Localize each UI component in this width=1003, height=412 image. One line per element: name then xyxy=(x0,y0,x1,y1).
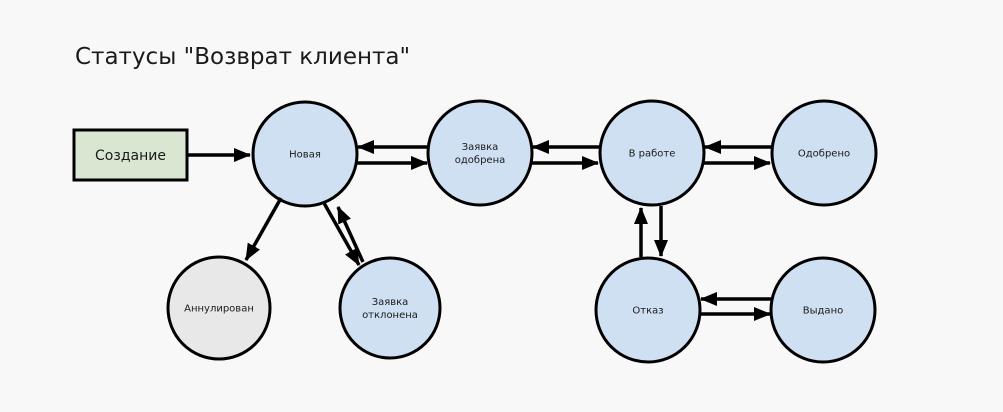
node-shape-annulirovan xyxy=(166,255,272,361)
node-shape-otkaz xyxy=(594,256,702,364)
edge-zayavka-otklonena-novaya xyxy=(336,206,365,263)
node-label-v-rabote: В работе xyxy=(629,149,676,160)
node-novaya: Новая xyxy=(251,100,359,208)
node-otkaz: Отказ xyxy=(594,256,702,364)
node-label-sozdanie: Создание xyxy=(95,148,166,164)
node-label-annulirovan: Аннулирован xyxy=(184,304,254,315)
node-shape-zayavka-otklonena xyxy=(338,256,442,360)
node-shape-vydano xyxy=(769,256,877,364)
node-shape-odobreno xyxy=(770,99,878,207)
node-label-vydano: Выдано xyxy=(803,306,843,317)
node-shape-zayavka-odobrena xyxy=(426,99,534,207)
node-annulirovan: Аннулирован xyxy=(166,255,272,361)
node-v-rabote: В работе xyxy=(598,99,706,207)
node-label-novaya: Новая xyxy=(289,150,321,161)
node-label-otkaz: Отказ xyxy=(632,306,663,317)
page-title: Статусы "Возврат клиента" xyxy=(75,44,411,70)
node-shape-novaya xyxy=(251,100,359,208)
node-sozdanie: Создание xyxy=(72,128,189,182)
node-label-odobreno: Одобрено xyxy=(798,149,850,160)
node-odobreno: Одобрено xyxy=(770,99,878,207)
node-shape-sozdanie xyxy=(72,128,189,182)
node-vydano: Выдано xyxy=(769,256,877,364)
edge-novaya-annulirovan xyxy=(244,197,283,261)
edges-layer xyxy=(188,140,772,321)
edge-novaya-zayavka-otklonena xyxy=(322,202,361,266)
